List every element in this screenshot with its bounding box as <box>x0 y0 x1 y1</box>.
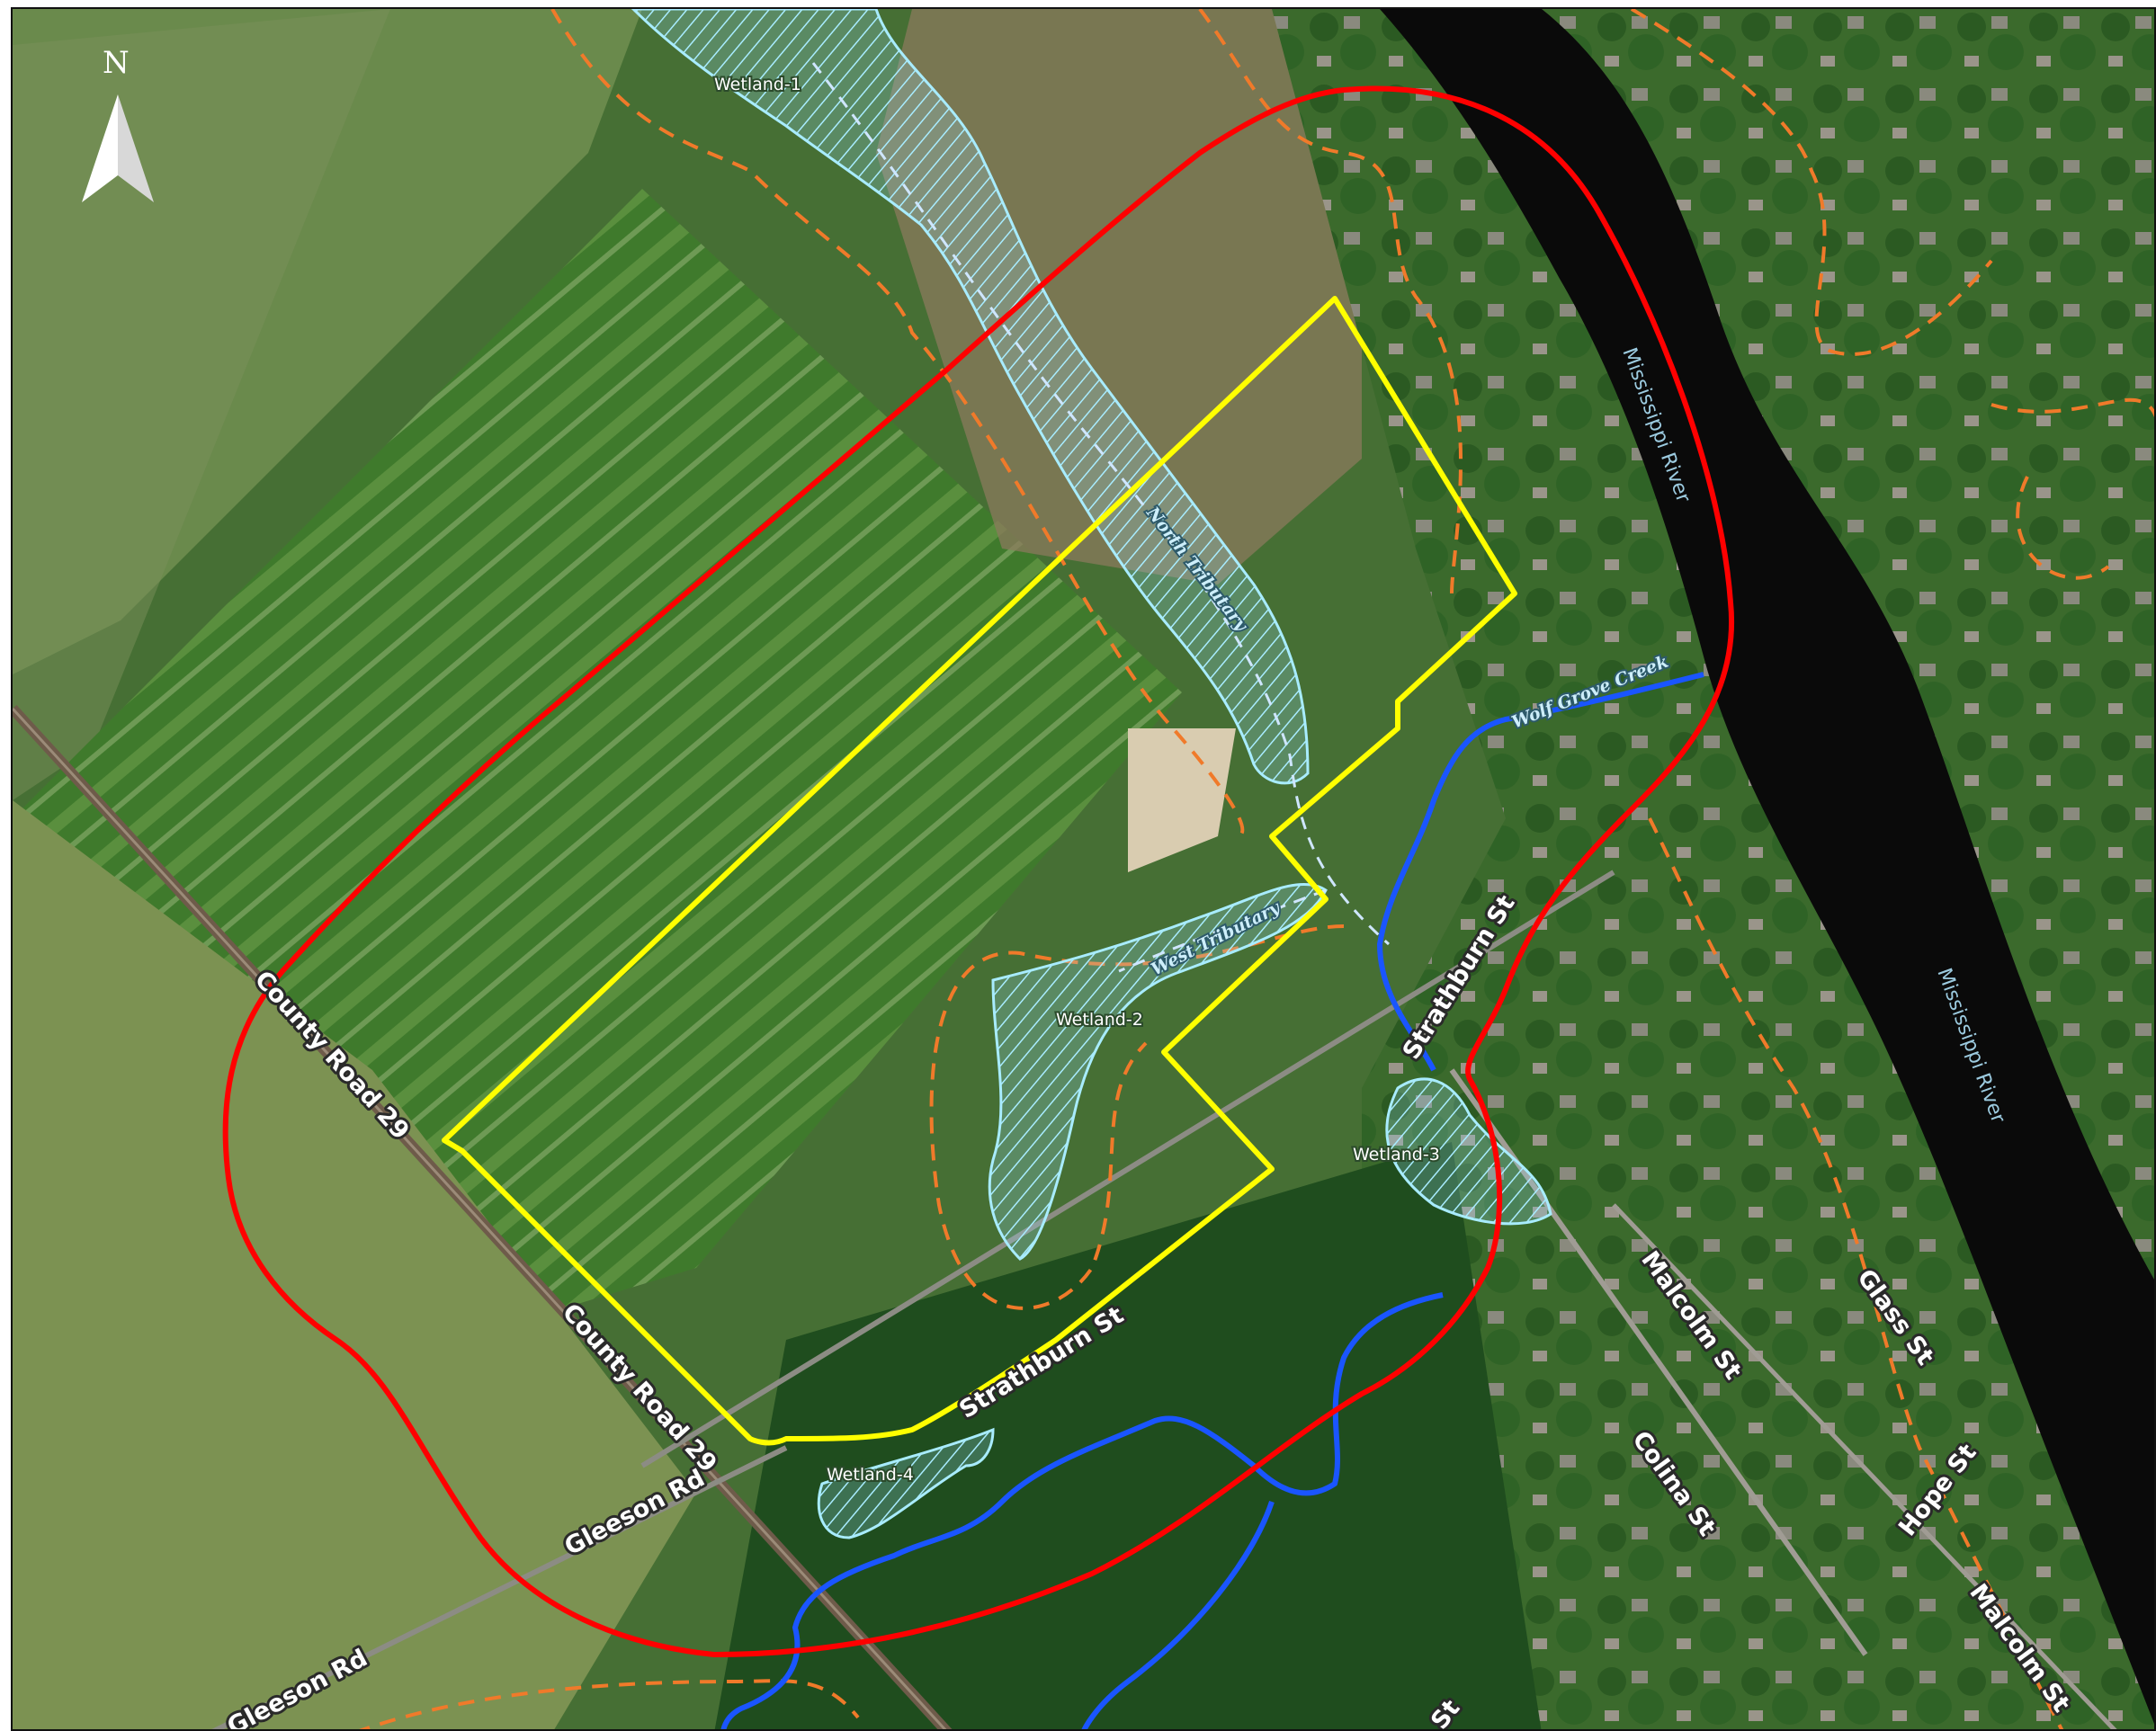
wetland-areas <box>631 9 1552 1539</box>
wetland-2-polygon <box>988 882 1328 1261</box>
west-tributary-line <box>1118 888 1327 973</box>
wetland-1-label: Wetland-1 <box>714 75 801 94</box>
wetland-3-label: Wetland-3 <box>1353 1145 1440 1164</box>
wetland-4-label: Wetland-4 <box>827 1465 914 1485</box>
wetland-3-polygon <box>1385 1077 1552 1226</box>
map-frame: Wetland-1 Wetland-2 Wetland-3 Wetland-4 … <box>11 7 2156 1731</box>
gleeson-road <box>211 1445 788 1729</box>
north-label: N <box>103 45 130 81</box>
wolf-grove-creek-line <box>720 672 1704 1729</box>
strathburn-road <box>640 870 1615 1468</box>
regulation-limit-lines <box>359 9 2154 1729</box>
wetland-4-polygon <box>817 1427 995 1539</box>
site-boundary <box>442 296 1517 1446</box>
map-canvas: Wetland-1 Wetland-2 Wetland-3 Wetland-4 … <box>13 9 2154 1729</box>
north-tributary-line <box>811 62 1390 946</box>
buffer-boundary <box>222 85 1735 1658</box>
wetland-2-label: Wetland-2 <box>1056 1010 1143 1030</box>
wetland-1-polygon <box>631 9 1310 785</box>
north-arrow-icon <box>82 94 154 202</box>
